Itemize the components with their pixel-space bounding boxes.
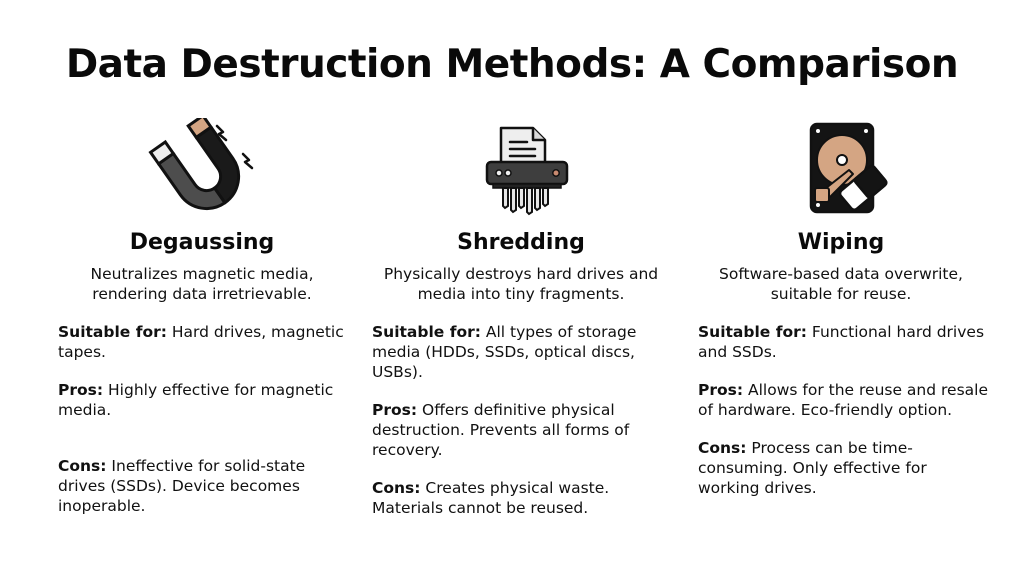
method-title: Wiping <box>797 230 885 255</box>
method-column-degaussing: Degaussing Neutralizes magnetic media, r… <box>47 118 357 516</box>
method-title: Degaussing <box>129 230 275 255</box>
cons-label: Cons: <box>58 457 107 475</box>
suitable-for: Suitable for: All types of storage media… <box>366 322 676 382</box>
method-description: Physically destroys hard drives and medi… <box>383 265 659 303</box>
pros-label: Pros: <box>698 381 744 399</box>
cons-text: Creates physical waste. Materials cannot… <box>372 479 610 517</box>
suitable-for: Suitable for: Hard drives, magnetic tape… <box>47 322 357 362</box>
method-column-shredding: Shredding Physically destroys hard drive… <box>366 118 676 518</box>
page-title: Data Destruction Methods: A Comparison <box>65 42 959 87</box>
cons-label: Cons: <box>372 479 421 497</box>
pros-text: Allows for the reuse and resale of hardw… <box>698 381 989 419</box>
cons-text: Process can be time-consuming. Only effe… <box>698 439 927 497</box>
cons-text: Ineffective for solid-state drives (SSDs… <box>58 457 306 515</box>
method-column-wiping: Wiping Software-based data overwrite, su… <box>686 118 996 498</box>
suitable-label: Suitable for: <box>698 323 807 341</box>
method-title: Shredding <box>457 230 585 255</box>
cons-label: Cons: <box>698 439 747 457</box>
suitable-label: Suitable for: <box>372 323 481 341</box>
pros-text: Highly effective for magnetic media. <box>58 381 334 419</box>
method-description: Neutralizes magnetic media, rendering da… <box>90 265 314 303</box>
cons: Cons: Creates physical waste. Materials … <box>366 478 676 518</box>
suitable-for: Suitable for: Functional hard drives and… <box>686 322 996 362</box>
hard-drive-eraser-icon <box>686 118 996 218</box>
shredder-icon <box>366 118 676 218</box>
suitable-text: Hard drives, magnetic tapes. <box>58 323 344 361</box>
cons: Cons: Process can be time-consuming. Onl… <box>686 438 996 498</box>
pros: Pros: Offers definitive physical destruc… <box>366 400 676 460</box>
pros: Pros: Allows for the reuse and resale of… <box>686 380 996 420</box>
cons: Cons: Ineffective for solid-state drives… <box>47 456 357 516</box>
pros-label: Pros: <box>372 401 418 419</box>
pros: Pros: Highly effective for magnetic medi… <box>47 380 357 420</box>
magnet-icon <box>47 118 357 218</box>
suitable-text: Functional hard drives and SSDs. <box>698 323 985 361</box>
pros-text: Offers definitive physical destruction. … <box>372 401 630 459</box>
suitable-label: Suitable for: <box>58 323 167 341</box>
method-description: Software-based data overwrite, suitable … <box>719 265 963 303</box>
pros-label: Pros: <box>58 381 104 399</box>
suitable-text: All types of storage media (HDDs, SSDs, … <box>372 323 637 381</box>
